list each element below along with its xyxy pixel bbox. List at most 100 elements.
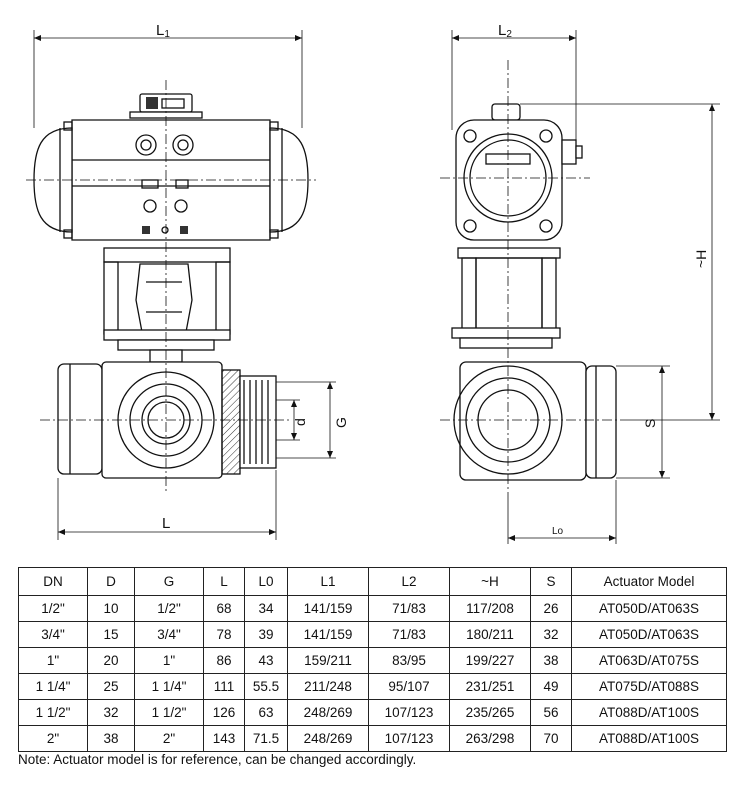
dim-l2-label: L2: [498, 22, 512, 40]
side-centerlines: [440, 60, 620, 500]
cell-l: 143: [203, 725, 245, 752]
cell-l0: 43: [244, 647, 288, 674]
table-row: 1 1/4" 25 1 1/4" 111 55.5 211/248 95/107…: [18, 673, 727, 700]
front-extension-lines: [33, 30, 336, 540]
side-view: [440, 30, 720, 544]
cell-l0: 63: [244, 699, 288, 726]
dim-g-label: G: [333, 417, 349, 428]
cell-l2: 71/83: [368, 595, 450, 622]
cell-s: 38: [530, 647, 572, 674]
front-view: [26, 30, 336, 540]
table-row: 2" 38 2" 143 71.5 248/269 107/123 263/29…: [18, 725, 727, 752]
col-header-l: L: [203, 567, 245, 596]
front-centerlines: [26, 80, 316, 492]
cell-l1: 248/269: [287, 699, 369, 726]
cell-l2: 107/123: [368, 699, 450, 726]
table-row: 1 1/2" 32 1 1/2" 126 63 248/269 107/123 …: [18, 699, 727, 726]
cell-actuator-model: AT088D/AT100S: [571, 725, 727, 752]
cell-l1: 141/159: [287, 595, 369, 622]
cell-g: 1 1/2": [134, 699, 204, 726]
cell-l0: 55.5: [244, 673, 288, 700]
cell-d: 10: [87, 595, 135, 622]
dim-l-label: L: [162, 515, 170, 532]
cell-l: 78: [203, 621, 245, 648]
table-row: 1" 20 1" 86 43 159/211 83/95 199/227 38 …: [18, 647, 727, 674]
mounting-bracket: [103, 247, 231, 363]
cell-d: 32: [87, 699, 135, 726]
col-header-l2: L2: [368, 567, 450, 596]
cell-g: 1": [134, 647, 204, 674]
side-dimension-labels: L2 ~H S Lo: [498, 22, 709, 537]
cell-h: 231/251: [449, 673, 531, 700]
cell-s: 49: [530, 673, 572, 700]
col-header-l1: L1: [287, 567, 369, 596]
dim-d-label: d: [292, 418, 308, 426]
cell-l: 126: [203, 699, 245, 726]
cell-l1: 141/159: [287, 621, 369, 648]
cell-h: 263/298: [449, 725, 531, 752]
col-header-l0: L0: [244, 567, 288, 596]
cell-h: 180/211: [449, 621, 531, 648]
cell-l1: 211/248: [287, 673, 369, 700]
cell-dn: 1/2": [18, 595, 88, 622]
cell-dn: 3/4": [18, 621, 88, 648]
cell-s: 56: [530, 699, 572, 726]
front-dimension-lines: [34, 35, 333, 535]
cell-l1: 248/269: [287, 725, 369, 752]
cell-s: 26: [530, 595, 572, 622]
cell-dn: 1": [18, 647, 88, 674]
col-header-actuator-model: Actuator Model: [571, 567, 727, 596]
table-row: 1/2" 10 1/2" 68 34 141/159 71/83 117/208…: [18, 595, 727, 622]
dim-s-label: S: [642, 419, 658, 428]
col-header-h: ~H: [449, 567, 531, 596]
cell-l: 86: [203, 647, 245, 674]
cell-g: 3/4": [134, 621, 204, 648]
cell-l2: 71/83: [368, 621, 450, 648]
cell-l0: 71.5: [244, 725, 288, 752]
specification-table: DN D G L L0 L1 L2 ~H S Actuator Model 1/…: [18, 567, 727, 752]
cell-g: 1 1/4": [134, 673, 204, 700]
cell-l: 68: [203, 595, 245, 622]
side-bracket: [451, 247, 561, 349]
cell-d: 20: [87, 647, 135, 674]
cell-actuator-model: AT088D/AT100S: [571, 699, 727, 726]
cell-l2: 95/107: [368, 673, 450, 700]
col-header-s: S: [530, 567, 572, 596]
dim-l1-label: L1: [156, 22, 170, 40]
col-header-dn: DN: [18, 567, 88, 596]
cell-dn: 1 1/4": [18, 673, 88, 700]
dim-h-label: ~H: [693, 250, 709, 268]
table-header-row: DN D G L L0 L1 L2 ~H S Actuator Model: [18, 567, 727, 596]
front-dimension-labels: L1 L d G: [156, 22, 349, 532]
cell-l2: 83/95: [368, 647, 450, 674]
valve-technical-drawing: L1 L d G: [26, 22, 720, 544]
footnote: Note: Actuator model is for reference, c…: [18, 752, 417, 767]
cell-l0: 34: [244, 595, 288, 622]
cell-l2: 107/123: [368, 725, 450, 752]
cell-g: 1/2": [134, 595, 204, 622]
cell-d: 38: [87, 725, 135, 752]
cell-actuator-model: AT050D/AT063S: [571, 621, 727, 648]
cell-actuator-model: AT075D/AT088S: [571, 673, 727, 700]
cell-l0: 39: [244, 621, 288, 648]
side-actuator: [455, 103, 583, 241]
col-header-g: G: [134, 567, 204, 596]
cell-s: 70: [530, 725, 572, 752]
col-header-d: D: [87, 567, 135, 596]
cell-h: 117/208: [449, 595, 531, 622]
cell-l1: 159/211: [287, 647, 369, 674]
cell-s: 32: [530, 621, 572, 648]
cell-h: 199/227: [449, 647, 531, 674]
cell-d: 15: [87, 621, 135, 648]
cell-actuator-model: AT050D/AT063S: [571, 595, 727, 622]
cell-d: 25: [87, 673, 135, 700]
cell-h: 235/265: [449, 699, 531, 726]
side-valve-body: [453, 361, 617, 481]
cell-dn: 2": [18, 725, 88, 752]
dim-lo-label: Lo: [552, 526, 564, 537]
cell-l: 111: [203, 673, 245, 700]
table-row: 3/4" 15 3/4" 78 39 141/159 71/83 180/211…: [18, 621, 727, 648]
cell-actuator-model: AT063D/AT075S: [571, 647, 727, 674]
cell-g: 2": [134, 725, 204, 752]
cell-dn: 1 1/2": [18, 699, 88, 726]
